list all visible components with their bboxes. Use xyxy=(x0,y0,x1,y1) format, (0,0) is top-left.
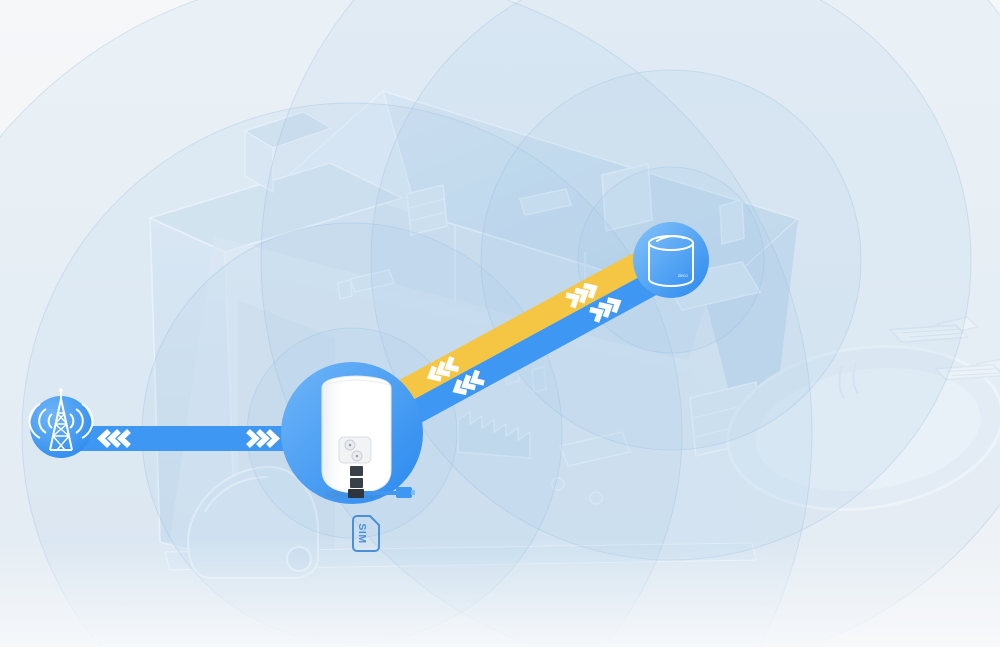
pool-lounger xyxy=(933,357,1000,381)
bedroom-door xyxy=(719,199,745,245)
cell-tower-node xyxy=(28,388,94,458)
cable-plug xyxy=(396,487,412,498)
lan-port xyxy=(350,466,363,476)
bathroom-counter xyxy=(519,188,572,216)
stool xyxy=(589,491,603,505)
dormer-front xyxy=(244,130,274,193)
bottom-fade xyxy=(0,540,1000,647)
cell-tower-icon xyxy=(28,388,94,451)
pool-lounger xyxy=(888,316,980,343)
chevrons-toward-gateway xyxy=(246,428,281,449)
chevrons-toward-gateway xyxy=(426,356,485,396)
cable-plug-tab xyxy=(411,490,415,495)
link-backhaul-band xyxy=(340,238,684,455)
desk xyxy=(348,269,396,293)
satellite-brand-text: deco xyxy=(678,273,688,278)
gateway-router-device xyxy=(321,375,415,499)
cell-tower-circle xyxy=(30,396,92,458)
mesh-satellite-device: deco xyxy=(648,235,694,287)
lan-port xyxy=(350,478,363,488)
chevrons-toward-tower xyxy=(96,428,131,449)
chevrons-toward-satellite xyxy=(565,282,622,323)
sim-label: SIM xyxy=(356,523,368,543)
wan-port xyxy=(348,489,364,498)
car-windshield xyxy=(204,476,269,513)
device-top-seam xyxy=(323,379,390,386)
kitchen-island xyxy=(558,431,632,467)
satellite-circle xyxy=(633,222,709,298)
bookshelf-shelves xyxy=(408,198,447,222)
pool-ladder xyxy=(838,361,859,399)
satellite-node: deco xyxy=(633,222,709,298)
staircase xyxy=(457,410,531,459)
pool xyxy=(726,344,1000,512)
sim-card: SIM xyxy=(352,515,380,552)
gateway-node xyxy=(281,362,423,504)
desk-chair xyxy=(337,279,353,300)
stool xyxy=(551,477,565,491)
wardrobe xyxy=(601,163,653,232)
bookshelf xyxy=(406,184,448,236)
dining-chair xyxy=(531,366,547,393)
